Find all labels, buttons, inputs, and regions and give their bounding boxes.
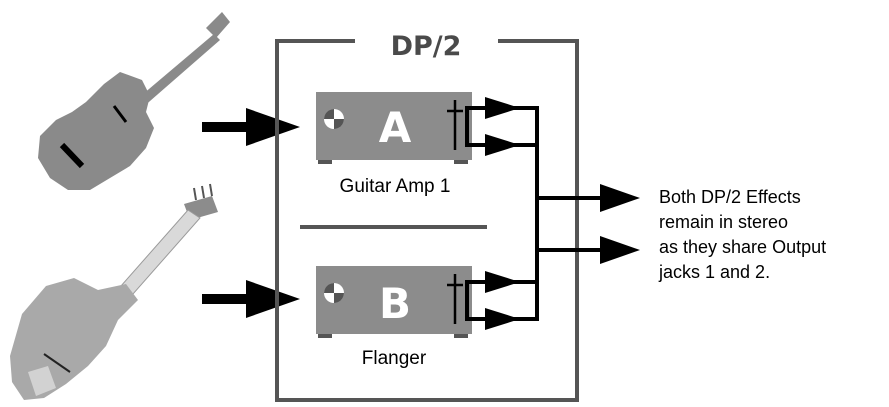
output-arrow-2 (537, 236, 640, 264)
effect-module-b: B (316, 266, 472, 338)
note-line: as they share Output (659, 237, 826, 257)
output-wiring-b (465, 271, 535, 330)
input-arrow-a (202, 108, 300, 146)
input-arrow-b (202, 280, 300, 318)
note-line: Both DP/2 Effects (659, 187, 801, 207)
note-line: remain in stereo (659, 212, 788, 232)
effect-module-a: A (316, 92, 472, 164)
stereo-note: Both DP/2 Effects remain in stereo as th… (658, 187, 826, 282)
dp2-title: DP/2 (391, 31, 462, 62)
output-wiring-a (465, 97, 535, 156)
electric-guitar-icon (38, 12, 230, 190)
bass-guitar-icon (10, 184, 218, 400)
note-line: jacks 1 and 2. (658, 262, 770, 282)
effect-letter-b: B (379, 279, 411, 328)
effect-letter-a: A (379, 103, 412, 152)
effect-label-b: Flanger (362, 348, 427, 369)
dial-icon (324, 109, 344, 129)
effect-label-a: Guitar Amp 1 (340, 176, 451, 197)
dial-icon (324, 283, 344, 303)
output-arrow-1 (537, 184, 640, 212)
